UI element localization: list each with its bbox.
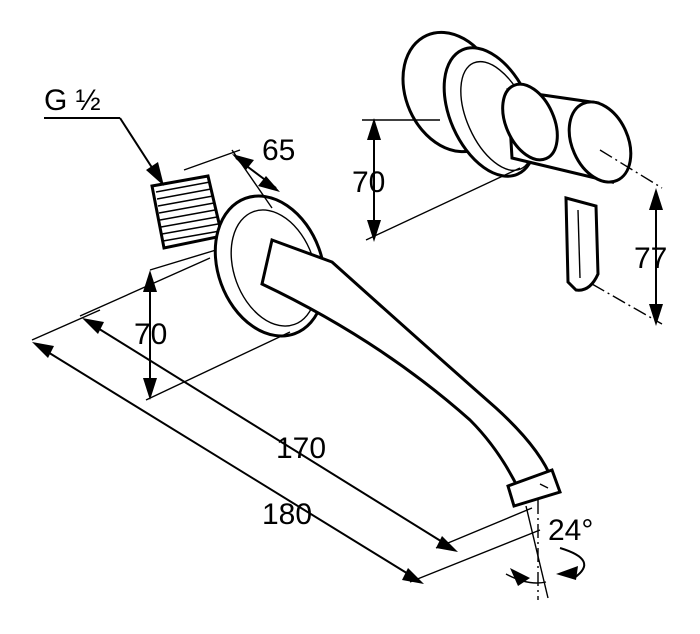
spout-length-total-label: 180 (262, 498, 312, 531)
spout-length-inner-label: 170 (276, 432, 326, 465)
dimension-labels: G ½ 65 70 70 77 170 180 24° (44, 84, 667, 547)
rosette-height-label: 70 (134, 318, 167, 351)
outlet-angle-label: 24° (548, 514, 593, 547)
thread-length-label: 65 (262, 134, 295, 167)
lever-drop-label: 77 (634, 242, 667, 275)
spout-unit (150, 174, 562, 508)
lever-center-height-label: 70 (352, 166, 385, 199)
threaded-connector (150, 174, 224, 250)
dimension-lines (31, 117, 663, 600)
mixer-lever-unit (401, 30, 633, 292)
thread-label: G ½ (44, 84, 101, 117)
